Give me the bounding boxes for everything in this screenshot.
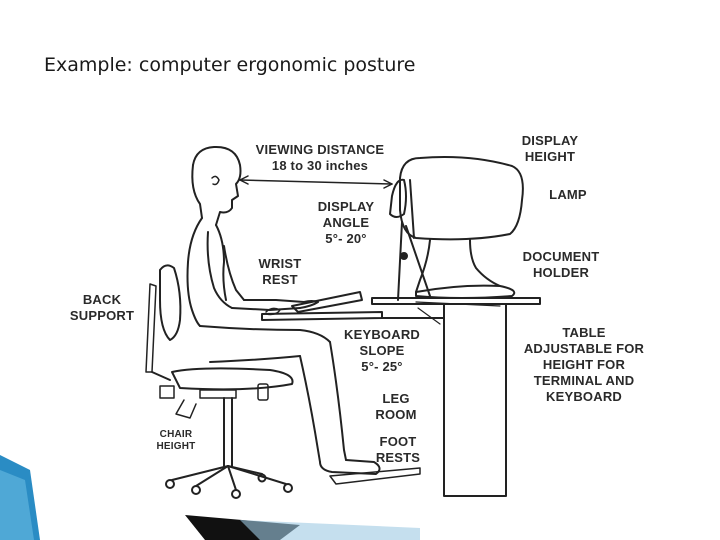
label-leg-room: LEG ROOM xyxy=(375,391,417,422)
label-display-height: DISPLAY HEIGHT xyxy=(521,133,579,164)
label-viewing-distance: VIEWING DISTANCE 18 to 30 inches xyxy=(255,142,385,173)
monitor xyxy=(389,156,524,301)
label-display-angle: DISPLAY ANGLE 5°- 20° xyxy=(317,199,375,246)
slide-title: Example: computer ergonomic posture xyxy=(44,54,416,76)
label-table-adjustable: TABLE ADJUSTABLE FOR HEIGHT FOR TERMINAL… xyxy=(523,325,645,404)
label-back-support: BACK SUPPORT xyxy=(69,292,135,323)
label-wrist-rest: WRIST REST xyxy=(258,256,302,287)
label-lamp: LAMP xyxy=(549,187,587,202)
office-chair xyxy=(145,264,294,499)
label-document-holder: DOCUMENT HOLDER xyxy=(522,249,600,280)
viewing-distance-line xyxy=(239,175,393,189)
seated-person xyxy=(186,145,381,475)
label-chair-height: CHAIR HEIGHT xyxy=(156,429,196,452)
label-keyboard-slope: KEYBOARD SLOPE 5°- 25° xyxy=(344,327,420,374)
label-foot-rests: FOOT RESTS xyxy=(375,434,421,465)
leader-lines xyxy=(415,301,501,325)
